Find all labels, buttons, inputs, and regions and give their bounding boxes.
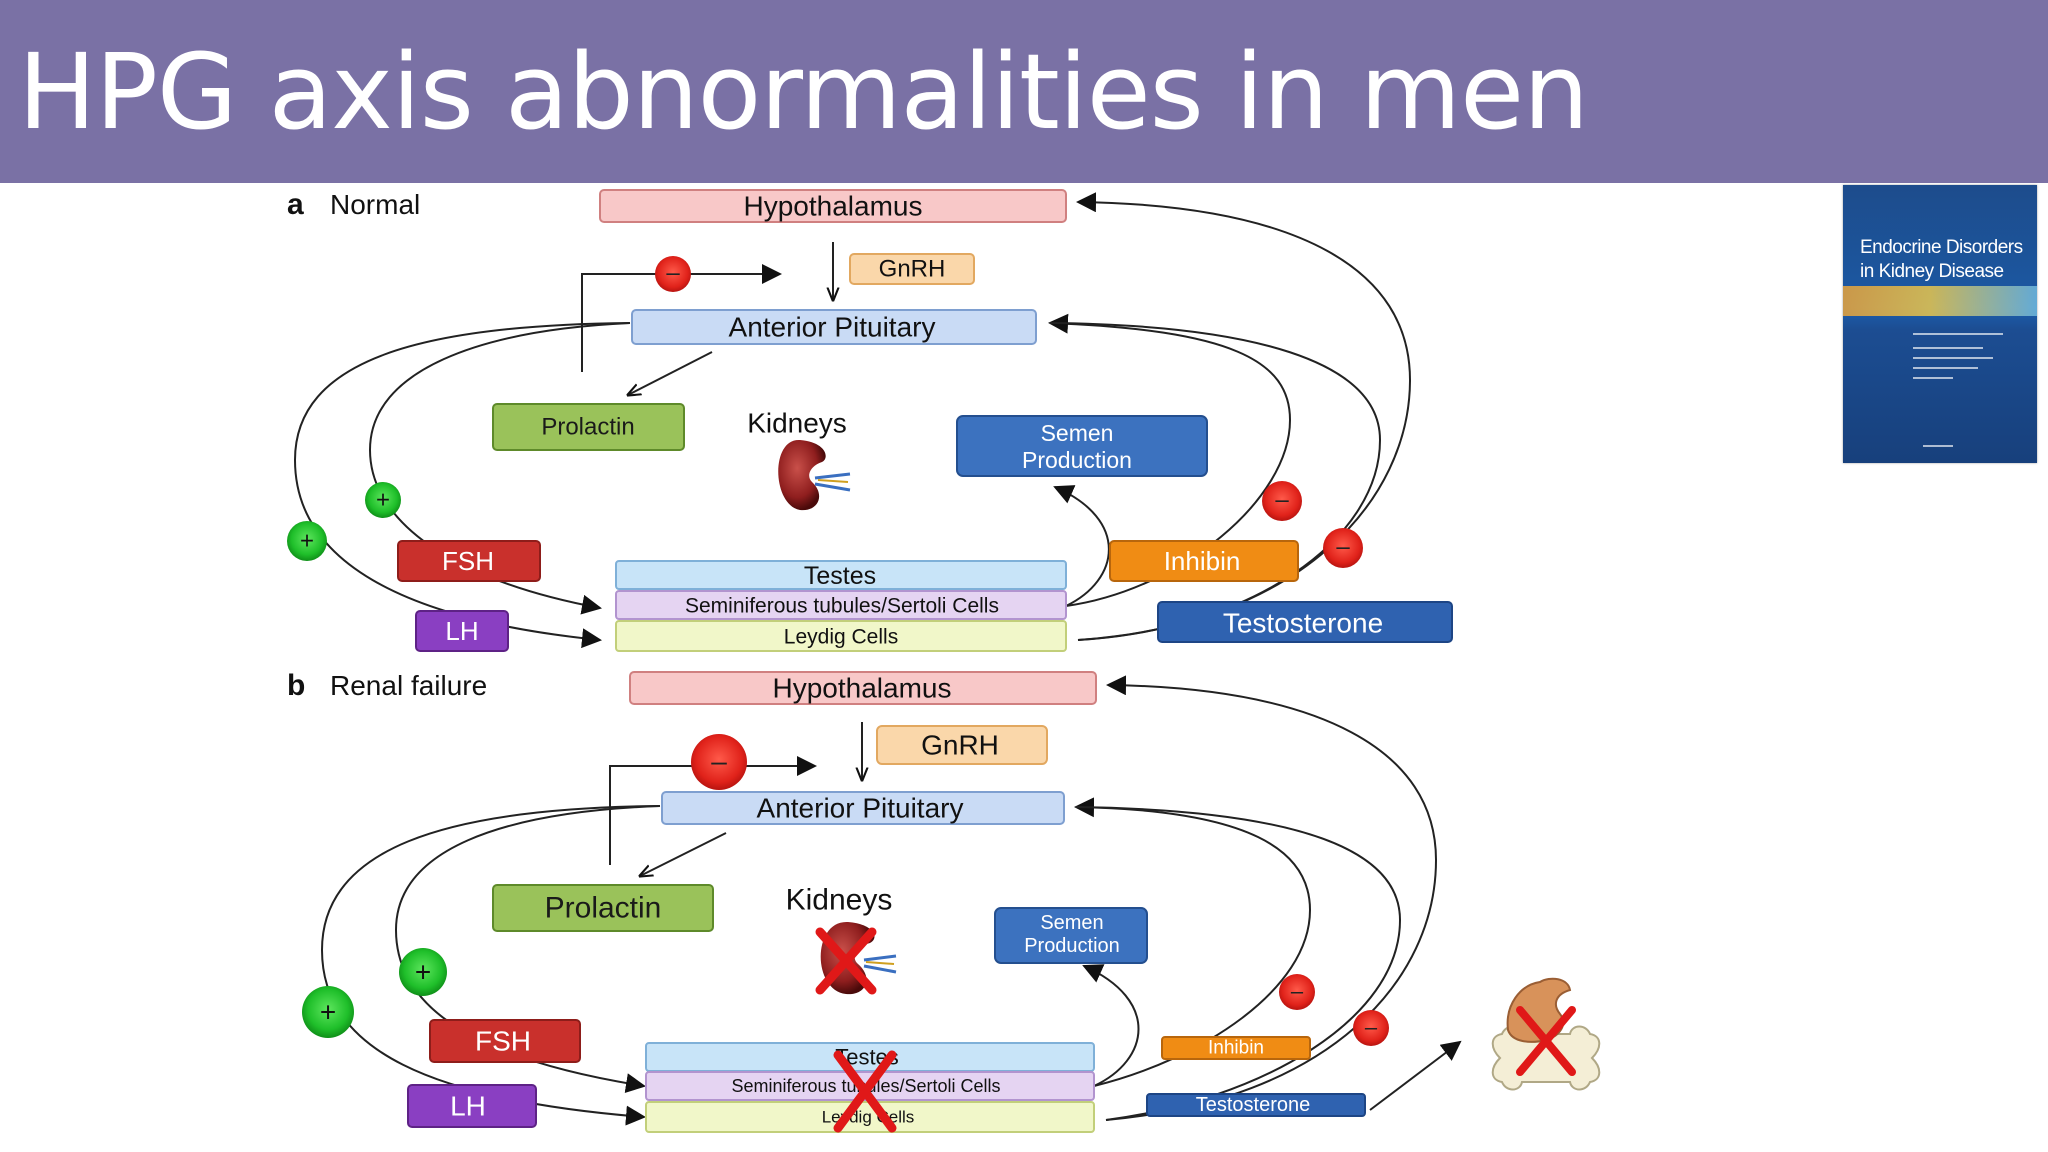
panel-b-leydig-label: Leydig Cells	[822, 1108, 915, 1127]
book-cover-text-line	[1913, 333, 2003, 335]
panel-b-inhibin-box	[1161, 1036, 1311, 1060]
panel-b-plus-lh	[302, 986, 354, 1038]
panel-a-inhibin-box	[1109, 540, 1299, 582]
panel-b-semen-label-1: Semen	[1040, 912, 1103, 934]
panel-a-anterior-pituitary-box	[631, 309, 1037, 345]
panel-b-minus-prolactin	[691, 734, 747, 790]
panel-b-bone-muscle-icon	[1491, 977, 1601, 1091]
panel-b: b Renal failure Hypothalamus GnRH Anteri…	[287, 669, 1601, 1133]
panel-a-connectors	[293, 192, 1412, 649]
panel-a-minus-prolactin-sign: –	[666, 260, 680, 287]
panel-b-kidney-cross-icon	[815, 927, 877, 995]
panel-b-plus-lh-sign: +	[320, 997, 336, 1028]
panel-a-inhibin-label: Inhibin	[1164, 546, 1241, 576]
panel-b-minus-inhibin-sign: –	[1291, 979, 1304, 1004]
panel-a-kidney-icon	[778, 439, 851, 511]
panel-a-minus-testosterone-sign: –	[1336, 534, 1350, 561]
panel-a-leydig-label: Leydig Cells	[784, 626, 898, 649]
book-cover-text-line	[1913, 357, 1993, 359]
panel-b-kidneys-label: Kidneys	[786, 884, 893, 917]
panel-b-minus-prolactin-sign: –	[711, 746, 727, 777]
panel-a-testes-label: Testes	[804, 562, 876, 590]
panel-b-fsh-box	[429, 1019, 581, 1063]
book-cover-publisher	[1923, 445, 1953, 447]
panel-b-fsh-label: FSH	[475, 1026, 531, 1057]
panel-a-minus-testosterone	[1323, 528, 1363, 568]
panel-b-letter: b	[287, 669, 305, 702]
panel-a-gnrh-label: GnRH	[879, 256, 946, 283]
panel-a-fsh-label: FSH	[442, 546, 494, 576]
panel-a-kidneys-label: Kidneys	[747, 408, 847, 439]
panel-b-anterior-pituitary-box	[661, 791, 1065, 825]
panel-a-fsh-box	[397, 540, 541, 582]
panel-a-prolactin-box	[492, 403, 685, 451]
panel-b-label: Renal failure	[330, 670, 487, 701]
panel-b-plus-fsh-sign: +	[415, 957, 431, 988]
book-cover-text-line	[1913, 367, 1978, 369]
book-cover-title: Endocrine Disorders in Kidney Disease	[1860, 237, 2023, 282]
panel-b-hypothalamus-label: Hypothalamus	[773, 673, 952, 704]
panel-a-testosterone-label: Testosterone	[1223, 608, 1383, 639]
panel-b-testosterone-box	[1146, 1093, 1366, 1117]
panel-a-seminiferous-label: Seminiferous tubules/Sertoli Cells	[685, 595, 999, 618]
title-bar: HPG axis abnormalities in men	[0, 0, 2048, 183]
book-cover-stripe	[1843, 286, 2037, 316]
panel-a-testosterone-box	[1157, 601, 1453, 643]
panel-b-bone-cross-icon	[1516, 1006, 1576, 1076]
panel-a-minus-prolactin	[655, 256, 691, 292]
panel-a-seminiferous-box	[615, 590, 1067, 620]
panel-b-gnrh-box	[876, 725, 1048, 765]
panel-a-letter: a	[287, 188, 304, 221]
panel-a-hypothalamus-box	[599, 189, 1067, 223]
panel-a-minus-inhibin-sign: –	[1275, 487, 1289, 514]
panel-a-plus-fsh	[365, 482, 401, 518]
panel-b-prolactin-box	[492, 884, 714, 932]
panel-b-lh-label: LH	[450, 1091, 486, 1122]
panel-a-prolactin-label: Prolactin	[541, 414, 634, 441]
panel-b-inhibin-label: Inhibin	[1208, 1038, 1264, 1059]
panel-a-gnrh-box	[849, 253, 975, 285]
panel-b-lh-box	[407, 1084, 537, 1128]
panel-b-minus-testosterone-sign: –	[1365, 1015, 1378, 1040]
panel-b-kidney-icon	[820, 921, 897, 995]
panel-a-hypothalamus-label: Hypothalamus	[744, 191, 923, 222]
panel-b-prolactin-label: Prolactin	[545, 892, 662, 925]
panel-b-semen-label-2: Production	[1024, 935, 1120, 957]
panel-b-semen-box	[994, 907, 1148, 964]
panel-b-anterior-pituitary-label: Anterior Pituitary	[757, 793, 964, 824]
book-cover-text-line	[1913, 347, 1983, 349]
panel-a-leydig-box	[615, 620, 1067, 652]
panel-a-semen-box	[956, 415, 1208, 477]
panel-b-gnrh-label: GnRH	[921, 730, 999, 761]
panel-b-minus-testosterone	[1353, 1010, 1389, 1046]
panel-a-testes-box	[615, 560, 1067, 590]
book-cover-text-line	[1913, 377, 1953, 379]
panel-a-anterior-pituitary-label: Anterior Pituitary	[729, 312, 936, 343]
panel-a-lh-box	[415, 610, 509, 652]
panel-a-semen-label-2: Production	[1022, 447, 1132, 473]
panel-a-label: Normal	[330, 189, 420, 220]
slide-title: HPG axis abnormalities in men	[18, 31, 1589, 153]
book-cover-image: Endocrine Disorders in Kidney Disease	[1843, 185, 2037, 463]
panel-a-plus-lh-sign: +	[300, 528, 314, 555]
panel-b-testes-cross-icon	[833, 1050, 897, 1133]
panel-b-testosterone-label: Testosterone	[1196, 1094, 1311, 1116]
panel-a-plus-fsh-sign: +	[376, 487, 390, 514]
panel-a-lh-label: LH	[445, 616, 478, 646]
panel-b-minus-inhibin	[1279, 974, 1315, 1010]
panel-a-minus-inhibin	[1262, 481, 1302, 521]
panel-b-hypothalamus-box	[629, 671, 1097, 705]
panel-a: a Normal Hypothalamus GnRH	[287, 188, 1453, 652]
panel-a-plus-lh	[287, 521, 327, 561]
panel-b-plus-fsh	[399, 948, 447, 996]
panel-a-semen-label-1: Semen	[1041, 420, 1114, 446]
